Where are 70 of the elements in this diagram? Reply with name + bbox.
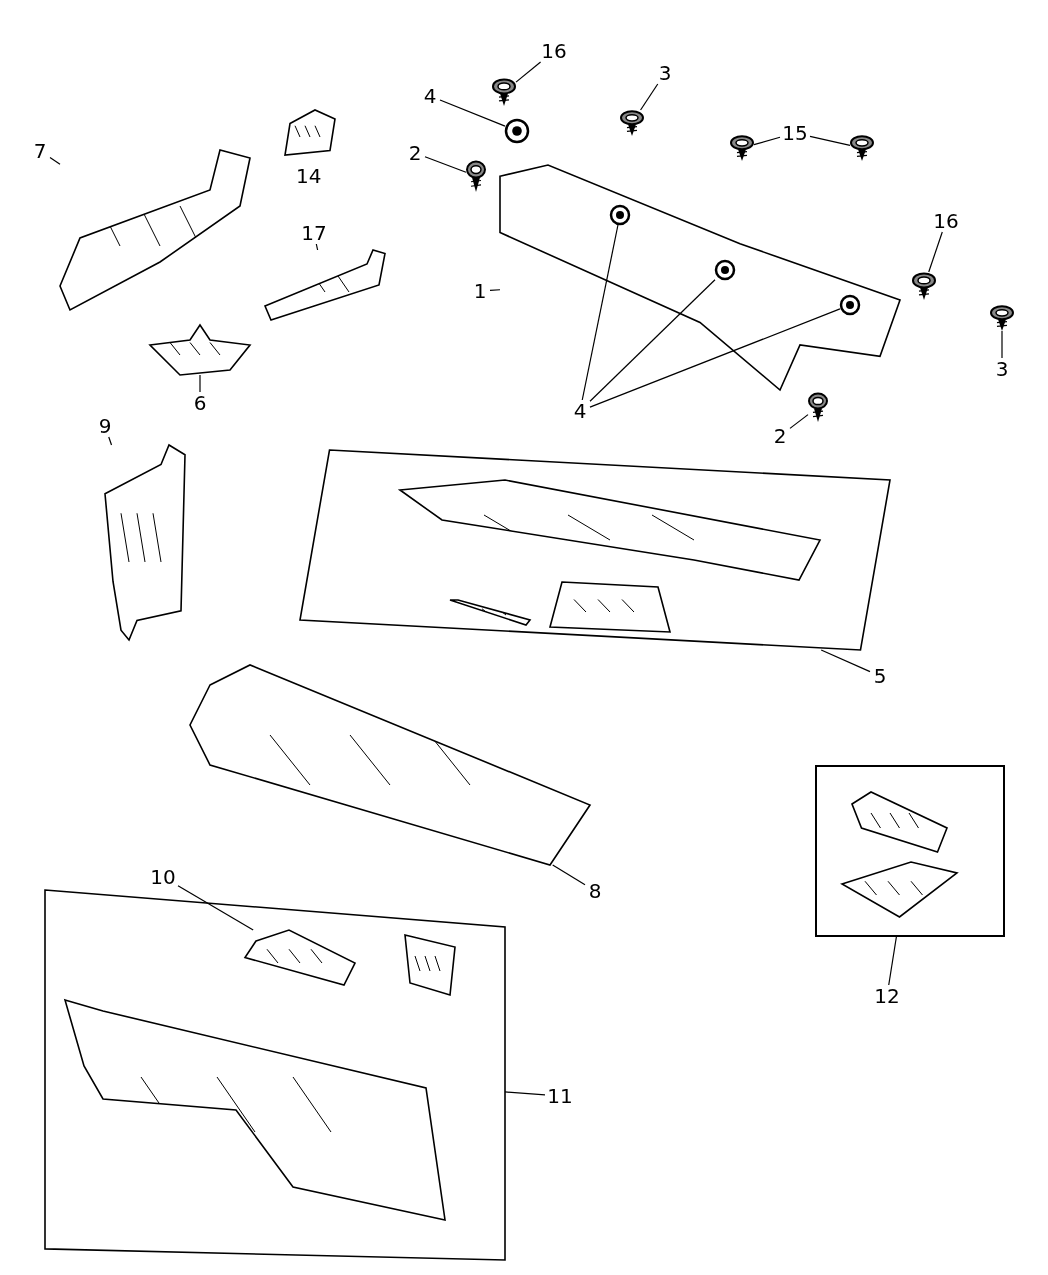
grommet-icon <box>610 205 630 225</box>
leader-line <box>439 99 506 127</box>
plate-drawing <box>842 862 957 917</box>
callout-number: 5 <box>870 665 890 687</box>
bracket-drawing <box>245 930 355 985</box>
callout-number: 3 <box>992 358 1012 380</box>
leader-line <box>489 289 501 291</box>
callout-number: 15 <box>780 122 810 144</box>
screw-icon <box>492 78 516 106</box>
leader-line <box>809 135 851 146</box>
tray-drawing <box>550 582 670 632</box>
bracket-drawing <box>852 792 947 852</box>
leader-line <box>589 279 716 402</box>
dash-panel-drawing <box>65 1000 445 1220</box>
grommet-icon <box>505 118 529 144</box>
leader-line <box>424 156 467 173</box>
leader-line <box>552 864 586 886</box>
callout-number: 17 <box>300 222 328 244</box>
leader-line <box>515 61 542 83</box>
leader-line <box>789 414 809 429</box>
inset-frame <box>815 765 1005 937</box>
callout-number: 3 <box>655 62 675 84</box>
rod-drawing <box>450 600 530 625</box>
cowl-panel-drawing <box>500 165 900 390</box>
callout-number: 11 <box>545 1085 575 1107</box>
leader-line <box>888 936 897 986</box>
bracket-drawing <box>150 325 250 375</box>
leader-line <box>589 308 841 408</box>
screw-icon <box>912 272 936 300</box>
leader-line <box>581 224 619 401</box>
leader-line <box>177 885 254 931</box>
push-pin-icon <box>466 160 486 192</box>
callout-number: 6 <box>190 392 210 414</box>
seal-strip-drawing <box>265 250 385 320</box>
callout-number: 16 <box>540 40 568 62</box>
callout-number: 14 <box>296 165 322 187</box>
callout-number: 16 <box>932 210 960 232</box>
grommet-icon <box>840 295 860 315</box>
cowl-drawing <box>190 665 590 865</box>
push-pin-icon <box>730 135 754 161</box>
push-pin-icon <box>620 110 644 136</box>
callout-number: 2 <box>405 142 425 164</box>
leader-line <box>199 374 201 393</box>
callout-number: 4 <box>420 85 440 107</box>
leader-line <box>928 231 943 273</box>
callout-number: 4 <box>570 400 590 422</box>
callout-number: 12 <box>872 985 902 1007</box>
leader-line <box>504 1091 546 1096</box>
panel-outline <box>300 450 890 650</box>
leader-line <box>820 649 871 673</box>
callout-number: 7 <box>30 140 50 162</box>
leader-line <box>315 243 319 251</box>
callout-number: 9 <box>95 415 115 437</box>
leader-line <box>640 83 659 111</box>
plate-drawing <box>405 935 455 995</box>
leader-line <box>49 157 61 165</box>
callout-number: 2 <box>770 425 790 447</box>
push-pin-icon <box>850 135 874 161</box>
cap-drawing <box>285 110 335 155</box>
panel-outline <box>45 890 505 1260</box>
pillar-drawing <box>105 445 185 640</box>
leader-line <box>753 136 781 146</box>
grommet-icon <box>715 260 735 280</box>
leader-line <box>108 436 113 446</box>
push-pin-icon <box>808 392 828 422</box>
callout-number: 8 <box>585 880 605 902</box>
callout-number: 1 <box>470 280 490 302</box>
leader-line <box>1001 330 1003 359</box>
callout-number: 10 <box>148 866 178 888</box>
push-pin-icon <box>990 305 1014 331</box>
